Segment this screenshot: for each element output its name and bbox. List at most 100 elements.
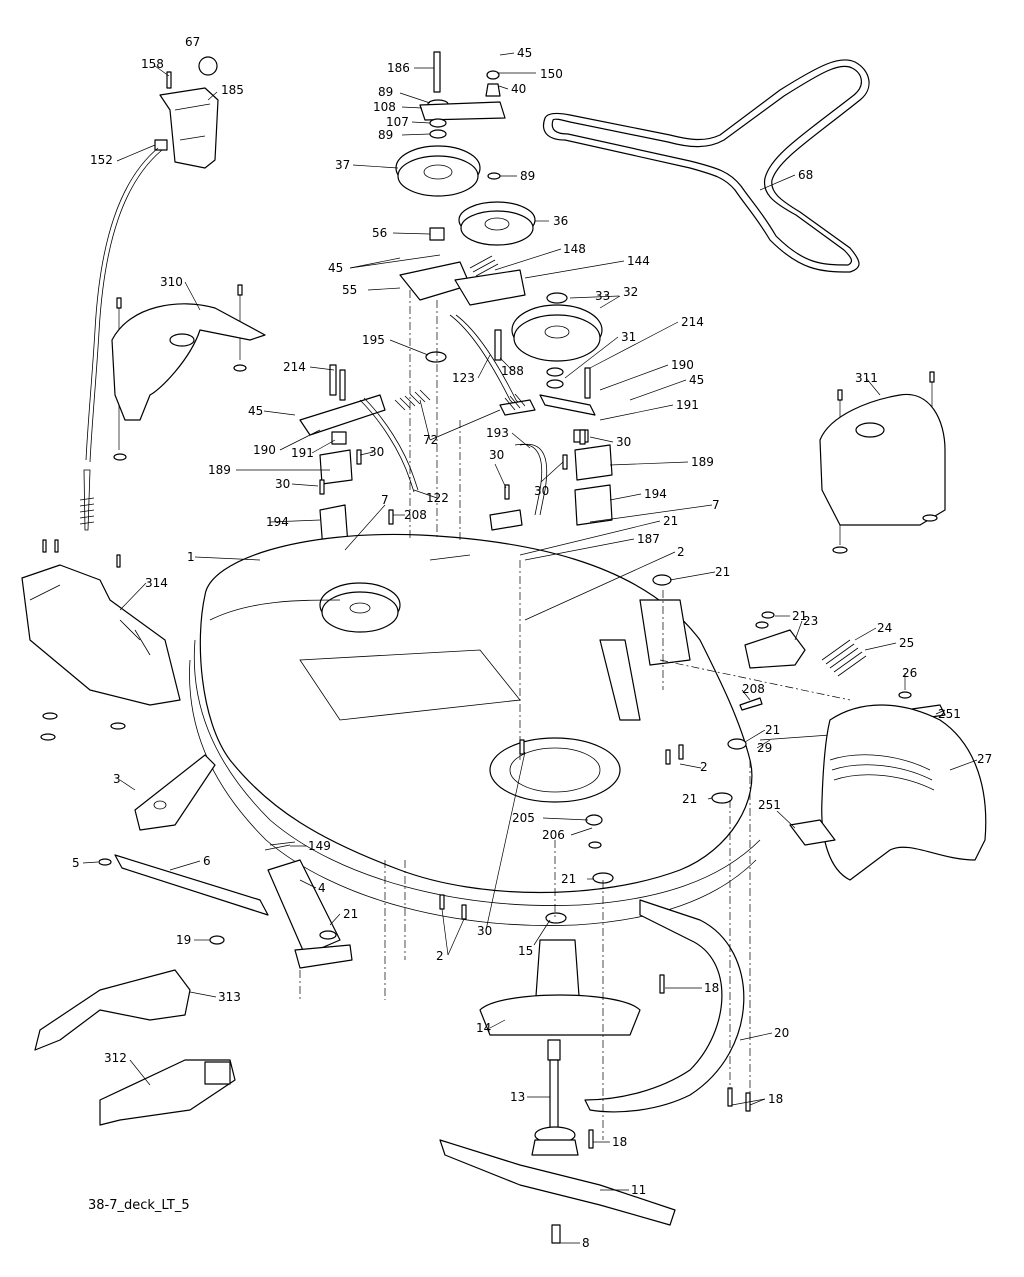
alignment-lines — [299, 290, 851, 1140]
callout-194: 194 — [266, 515, 289, 529]
callout-152: 152 — [90, 153, 113, 167]
callout-251: 251 — [938, 707, 961, 721]
callout-30: 30 — [477, 924, 492, 938]
callout-186: 186 — [387, 61, 410, 75]
callout-68: 68 — [798, 168, 813, 182]
idler-pulley-assembly — [395, 51, 603, 411]
callout-29: 29 — [757, 741, 772, 755]
callout-150: 150 — [540, 67, 563, 81]
callout-144: 144 — [627, 254, 650, 268]
callout-190: 190 — [253, 443, 276, 457]
callout-30: 30 — [534, 484, 549, 498]
callout-45: 45 — [689, 373, 704, 387]
callout-18: 18 — [704, 981, 719, 995]
callout-26: 26 — [902, 666, 917, 680]
callout-123: 123 — [452, 371, 475, 385]
callout-7: 7 — [712, 498, 720, 512]
callout-310: 310 — [160, 275, 183, 289]
callout-191: 191 — [676, 398, 699, 412]
callout-21: 21 — [343, 907, 358, 921]
callout-191: 191 — [291, 446, 314, 460]
callout-3: 3 — [113, 772, 121, 786]
callout-5: 5 — [72, 856, 80, 870]
callout-208: 208 — [742, 682, 765, 696]
callout-18: 18 — [768, 1092, 783, 1106]
callout-31: 31 — [621, 330, 636, 344]
callout-24: 24 — [877, 621, 892, 635]
callout-158: 158 — [141, 57, 164, 71]
callout-21: 21 — [715, 565, 730, 579]
callout-89: 89 — [520, 169, 535, 183]
callout-55: 55 — [342, 283, 357, 297]
callout-108: 108 — [373, 100, 396, 114]
callout-36: 36 — [553, 214, 568, 228]
left-belt-cover — [111, 284, 266, 461]
hardware-bolts — [319, 367, 763, 920]
callout-193: 193 — [486, 426, 509, 440]
callout-21: 21 — [682, 792, 697, 806]
callout-185: 185 — [221, 83, 244, 97]
callout-leaders — [82, 52, 978, 1244]
callout-30: 30 — [616, 435, 631, 449]
callout-18: 18 — [612, 1135, 627, 1149]
callout-107: 107 — [386, 115, 409, 129]
callout-4: 4 — [318, 881, 326, 895]
callout-15: 15 — [518, 944, 533, 958]
callout-25: 25 — [899, 636, 914, 650]
callout-19: 19 — [176, 933, 191, 947]
callout-21: 21 — [663, 514, 678, 528]
callout-1: 1 — [187, 550, 195, 564]
callout-2: 2 — [677, 545, 685, 559]
callout-45: 45 — [248, 404, 263, 418]
callout-7: 7 — [381, 493, 389, 507]
callout-labels: 67 158 185 152 186 45 150 89 40 108 107 … — [72, 35, 992, 1250]
callout-89: 89 — [378, 85, 393, 99]
callout-6: 6 — [203, 854, 211, 868]
callout-189: 189 — [691, 455, 714, 469]
deck-lift-links — [98, 754, 353, 969]
callout-37: 37 — [335, 158, 350, 172]
callout-208: 208 — [404, 508, 427, 522]
callout-45: 45 — [328, 261, 343, 275]
diagram-caption: 38-7_deck_LT_5 — [88, 1198, 190, 1213]
callout-2: 2 — [700, 760, 708, 774]
left-deck-shield — [21, 539, 181, 741]
mower-deck-housing — [189, 533, 761, 926]
callout-45: 45 — [517, 46, 532, 60]
callout-56: 56 — [372, 226, 387, 240]
callout-148: 148 — [563, 242, 586, 256]
callout-187: 187 — [637, 532, 660, 546]
callout-188: 188 — [501, 364, 524, 378]
callout-195: 195 — [362, 333, 385, 347]
callout-214: 214 — [283, 360, 306, 374]
drive-belt — [543, 59, 870, 273]
callout-13: 13 — [510, 1090, 525, 1104]
callout-33: 33 — [595, 289, 610, 303]
lower-brackets — [34, 969, 236, 1126]
callout-21: 21 — [792, 609, 807, 623]
callout-194: 194 — [644, 487, 667, 501]
callout-23: 23 — [803, 614, 818, 628]
callout-190: 190 — [671, 358, 694, 372]
callout-214: 214 — [681, 315, 704, 329]
callout-11: 11 — [631, 1183, 646, 1197]
callout-30: 30 — [369, 445, 384, 459]
callout-2: 2 — [436, 949, 444, 963]
callout-89: 89 — [378, 128, 393, 142]
callout-14: 14 — [476, 1021, 491, 1035]
callout-21: 21 — [561, 872, 576, 886]
discharge-chute-assembly — [744, 611, 987, 881]
callout-251: 251 — [758, 798, 781, 812]
callout-30: 30 — [489, 448, 504, 462]
callout-40: 40 — [511, 82, 526, 96]
callout-20: 20 — [774, 1026, 789, 1040]
callout-67: 67 — [185, 35, 200, 49]
blade-spindle-assembly — [439, 899, 751, 1244]
callout-312: 312 — [104, 1051, 127, 1065]
callout-313: 313 — [218, 990, 241, 1004]
callout-72: 72 — [423, 433, 438, 447]
right-belt-cover — [819, 371, 946, 554]
callout-205: 205 — [512, 811, 535, 825]
callout-314: 314 — [145, 576, 168, 590]
